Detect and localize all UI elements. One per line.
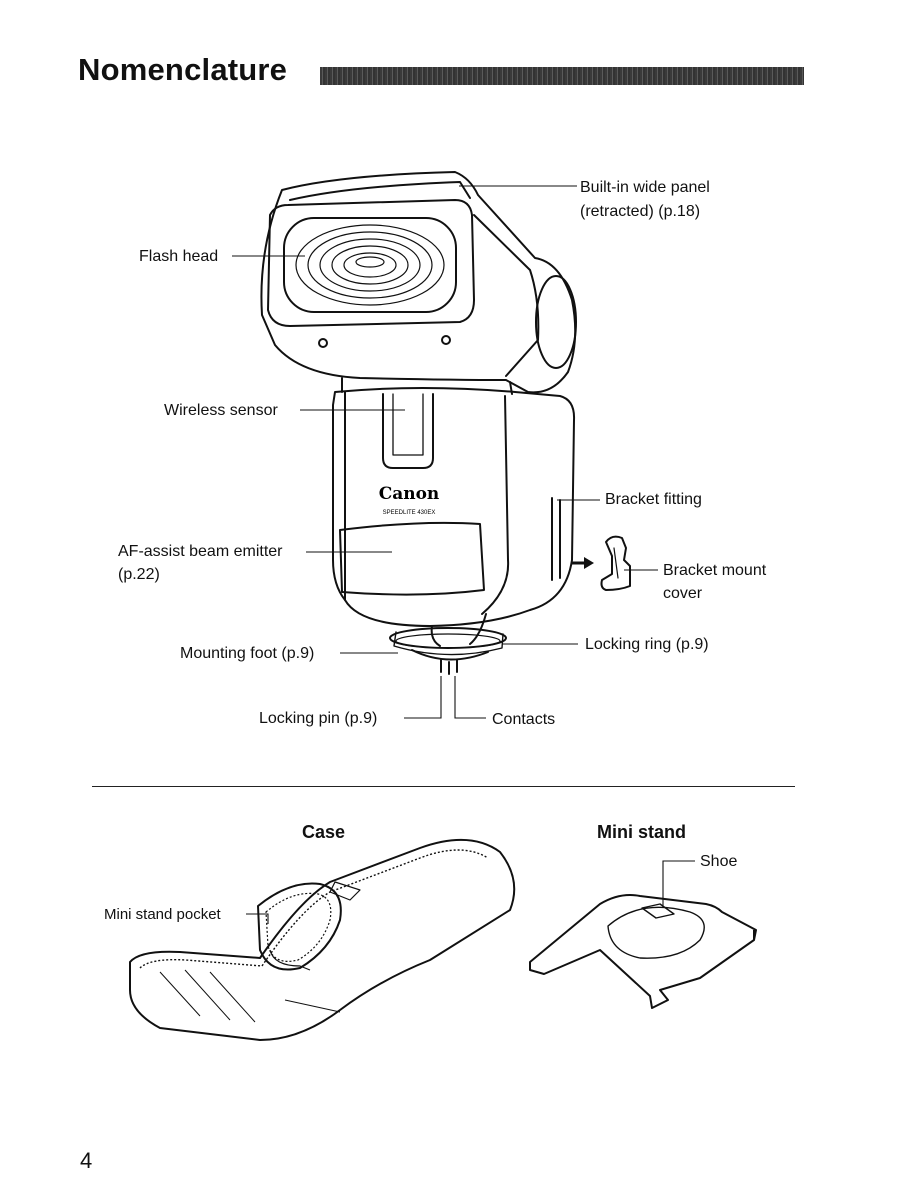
label-af-assist-ref: (p.22) bbox=[118, 566, 160, 583]
label-af-assist: AF-assist beam emitter bbox=[118, 543, 283, 560]
mini-stand-title: Mini stand bbox=[597, 822, 686, 842]
title-decoration-bar bbox=[320, 67, 804, 85]
label-wide-panel-ref: (retracted) (p.18) bbox=[580, 203, 701, 220]
label-locking-pin: Locking pin (p.9) bbox=[259, 710, 378, 727]
label-mounting-foot: Mounting foot (p.9) bbox=[180, 645, 315, 662]
leader-mini-stand-pocket bbox=[246, 913, 269, 924]
label-bracket-cover: Bracket mount bbox=[663, 562, 767, 579]
page-title: Nomenclature bbox=[78, 52, 288, 87]
label-bracket-cover-2: cover bbox=[663, 585, 703, 602]
brand-logo: Canon bbox=[379, 484, 440, 504]
leader-contacts bbox=[454, 676, 486, 719]
page-number: 4 bbox=[80, 1148, 93, 1173]
label-contacts: Contacts bbox=[492, 711, 556, 728]
model-name: SPEEDLITE 430EX bbox=[383, 510, 436, 516]
label-flash-head: Flash head bbox=[139, 248, 219, 265]
label-wireless-sensor: Wireless sensor bbox=[164, 402, 278, 419]
label-mini-stand-pocket: Mini stand pocket bbox=[104, 906, 221, 923]
case-title: Case bbox=[302, 822, 346, 842]
leader-shoe bbox=[662, 860, 695, 908]
section-divider bbox=[92, 786, 795, 787]
leader-locking-pin bbox=[404, 676, 442, 719]
label-wide-panel: Built-in wide panel bbox=[580, 179, 710, 196]
label-locking-ring: Locking ring (p.9) bbox=[585, 636, 709, 653]
label-shoe: Shoe bbox=[700, 853, 738, 870]
label-bracket-fitting: Bracket fitting bbox=[605, 491, 702, 508]
